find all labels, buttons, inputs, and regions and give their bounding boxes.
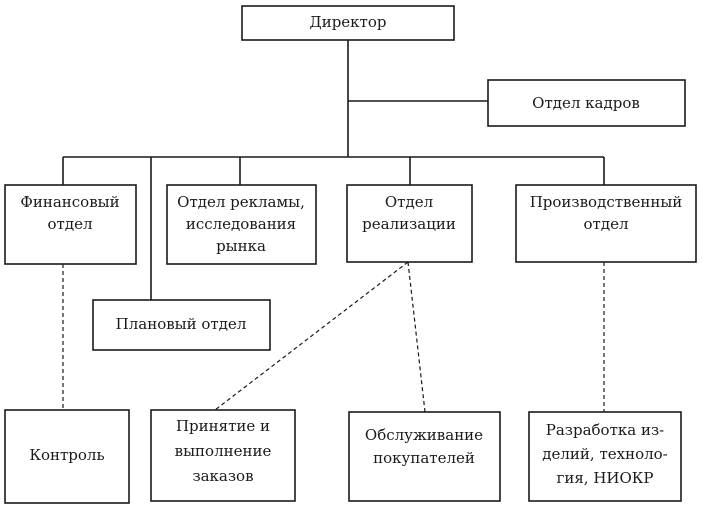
node-orders-label-1: Принятие и xyxy=(176,417,270,435)
node-sales-label-1: Отдел xyxy=(385,193,433,211)
node-service-label-2: покупателей xyxy=(373,449,475,467)
node-planning: Плановый отдел xyxy=(92,299,271,351)
node-orders: Принятие и выполнение заказов xyxy=(150,409,296,502)
node-advertising-label-2: исследования xyxy=(186,215,296,233)
node-planning-label: Плановый отдел xyxy=(116,315,247,333)
node-sales-label-2: реализации xyxy=(362,215,456,233)
node-orders-label-3: заказов xyxy=(192,467,253,485)
node-sales: Отдел реализации xyxy=(346,184,473,263)
node-production-label-2: отдел xyxy=(584,215,629,233)
node-rnd: Разработка из- делий, техноло- гия, НИОК… xyxy=(528,411,682,502)
node-control-label: Контроль xyxy=(29,446,104,464)
node-control: Контроль xyxy=(4,409,130,504)
node-advertising-label-1: Отдел рекламы, xyxy=(177,193,305,211)
node-hr: Отдел кадров xyxy=(487,79,686,127)
node-hr-label: Отдел кадров xyxy=(532,94,640,112)
node-service-label-1: Обслуживание xyxy=(365,426,483,444)
node-finance-label-2: отдел xyxy=(48,215,93,233)
node-director-label: Директор xyxy=(310,13,387,31)
node-rnd-label-1: Разработка из- xyxy=(546,421,664,439)
node-rnd-label-3: гия, НИОКР xyxy=(556,469,653,487)
node-production: Производственный отдел xyxy=(515,184,697,263)
node-finance-label-1: Финансовый xyxy=(20,193,119,211)
dashed-sales-service xyxy=(407,261,426,413)
node-rnd-label-2: делий, техноло- xyxy=(542,445,667,463)
node-orders-label-2: выполнение xyxy=(175,442,272,460)
node-advertising: Отдел рекламы, исследования рынка xyxy=(166,184,317,265)
dashed-sales-orders xyxy=(214,261,409,411)
node-service: Обслуживание покупателей xyxy=(348,411,501,502)
node-director: Директор xyxy=(241,5,455,41)
node-production-label-1: Производственный xyxy=(530,193,683,211)
node-advertising-label-3: рынка xyxy=(216,237,266,255)
node-finance: Финансовый отдел xyxy=(4,184,137,265)
